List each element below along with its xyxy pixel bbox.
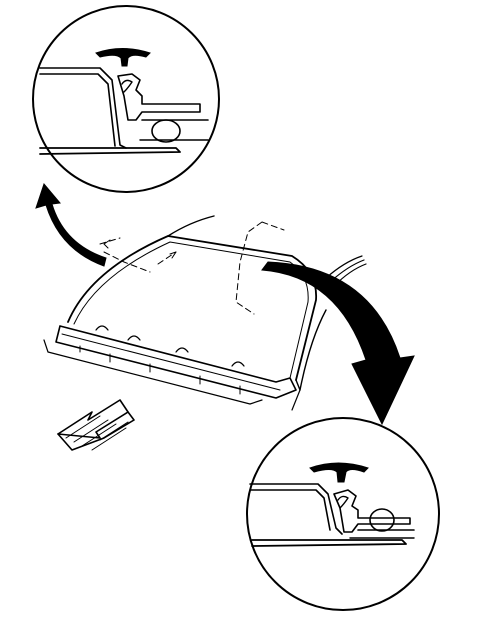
a-pillar [295,309,327,391]
cowl-bump-4 [231,361,245,367]
leader-upper-dashed [99,237,177,273]
roof-panel-inner-line [39,73,116,147]
cowl-ticks [79,345,241,395]
curved-arrow-lower-icon [261,261,415,426]
t-clip-icon [95,48,151,67]
body-flange-lower [251,539,407,547]
curved-arrow-upper-icon [35,182,107,267]
curved-arrow-upper [35,182,107,267]
cowl-bump-3 [175,347,189,353]
roof-panel-line [39,67,127,149]
roof-panel-inner-lower [249,489,331,531]
t-clip-icon-lower [309,462,369,483]
callout-circle-upper [32,5,220,193]
leader-arrowheads [103,239,177,259]
cowl-bump-2 [127,335,141,341]
fender-edge [291,389,301,411]
molding-profile-lower [333,489,411,533]
cowl-panel [55,325,297,399]
callout-lower-right [246,417,440,611]
windshield-inner-outline [73,241,309,379]
front-direction-arrow [57,399,135,451]
molding-profile [117,73,201,121]
molding-lip [121,79,133,93]
roof-panel-line-lower [249,483,343,535]
roof-line [167,215,215,237]
callout-circle-lower [246,417,440,611]
front-arrow-hatch [65,415,129,451]
urethane-bead-lower [369,508,395,532]
cowl-line [61,333,281,391]
urethane-bead [151,119,181,143]
molding-lip-lower [337,495,349,509]
leader-right-dashed [235,221,285,315]
curved-arrow-lower [261,261,415,426]
front-arrow-outline [57,399,129,439]
cowl-bump-1 [95,325,109,331]
vehicle-windshield [43,215,367,411]
body-flange [39,147,181,155]
callout-upper-left [32,5,220,193]
hood-rear-edge [43,339,263,405]
front-arrow-side [57,411,135,451]
